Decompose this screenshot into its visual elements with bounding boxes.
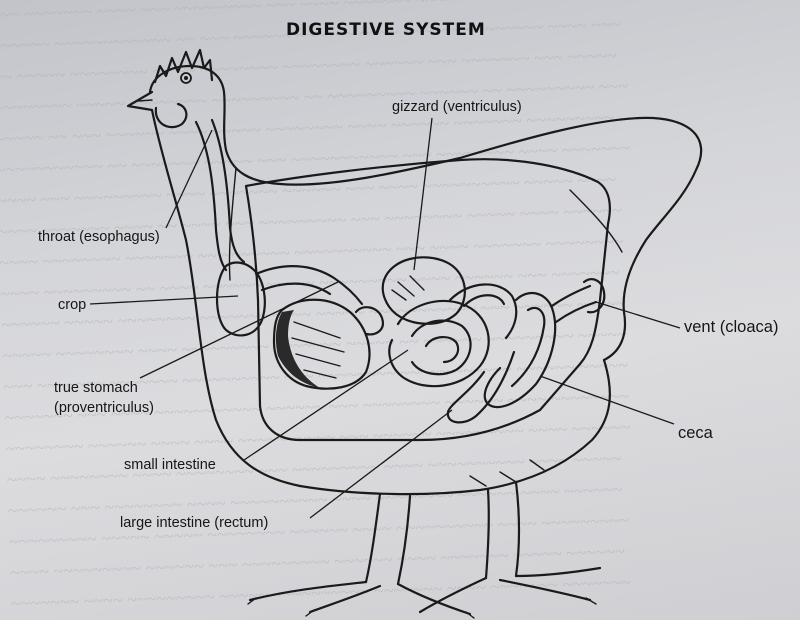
label-small-intestine: small intestine <box>124 457 216 473</box>
label-vent: vent (cloaca) <box>684 318 779 336</box>
label-true-stomach: true stomach <box>54 380 138 396</box>
esophagus <box>194 118 246 272</box>
label-crop: crop <box>58 297 87 313</box>
body-cavity-outline <box>244 158 611 442</box>
page-title: DIGESTIVE SYSTEM <box>286 20 486 40</box>
small-intestine-organ <box>388 299 490 388</box>
label-proventriculus: (proventriculus) <box>54 400 154 416</box>
label-ceca: ceca <box>678 424 713 442</box>
label-gizzard: gizzard (ventriculus) <box>392 99 522 115</box>
label-large-intestine: large intestine (rectum) <box>120 515 269 531</box>
leader-lines <box>89 117 681 519</box>
gizzard-organ <box>381 256 466 325</box>
ceca-organ <box>483 291 557 409</box>
crop-organ <box>216 261 266 337</box>
hen-outline <box>126 48 703 619</box>
label-throat: throat (esophagus) <box>38 229 160 245</box>
large-intestine-organ <box>550 284 598 324</box>
proventriculus-organ <box>272 298 371 390</box>
cloaca-organ <box>582 278 606 314</box>
